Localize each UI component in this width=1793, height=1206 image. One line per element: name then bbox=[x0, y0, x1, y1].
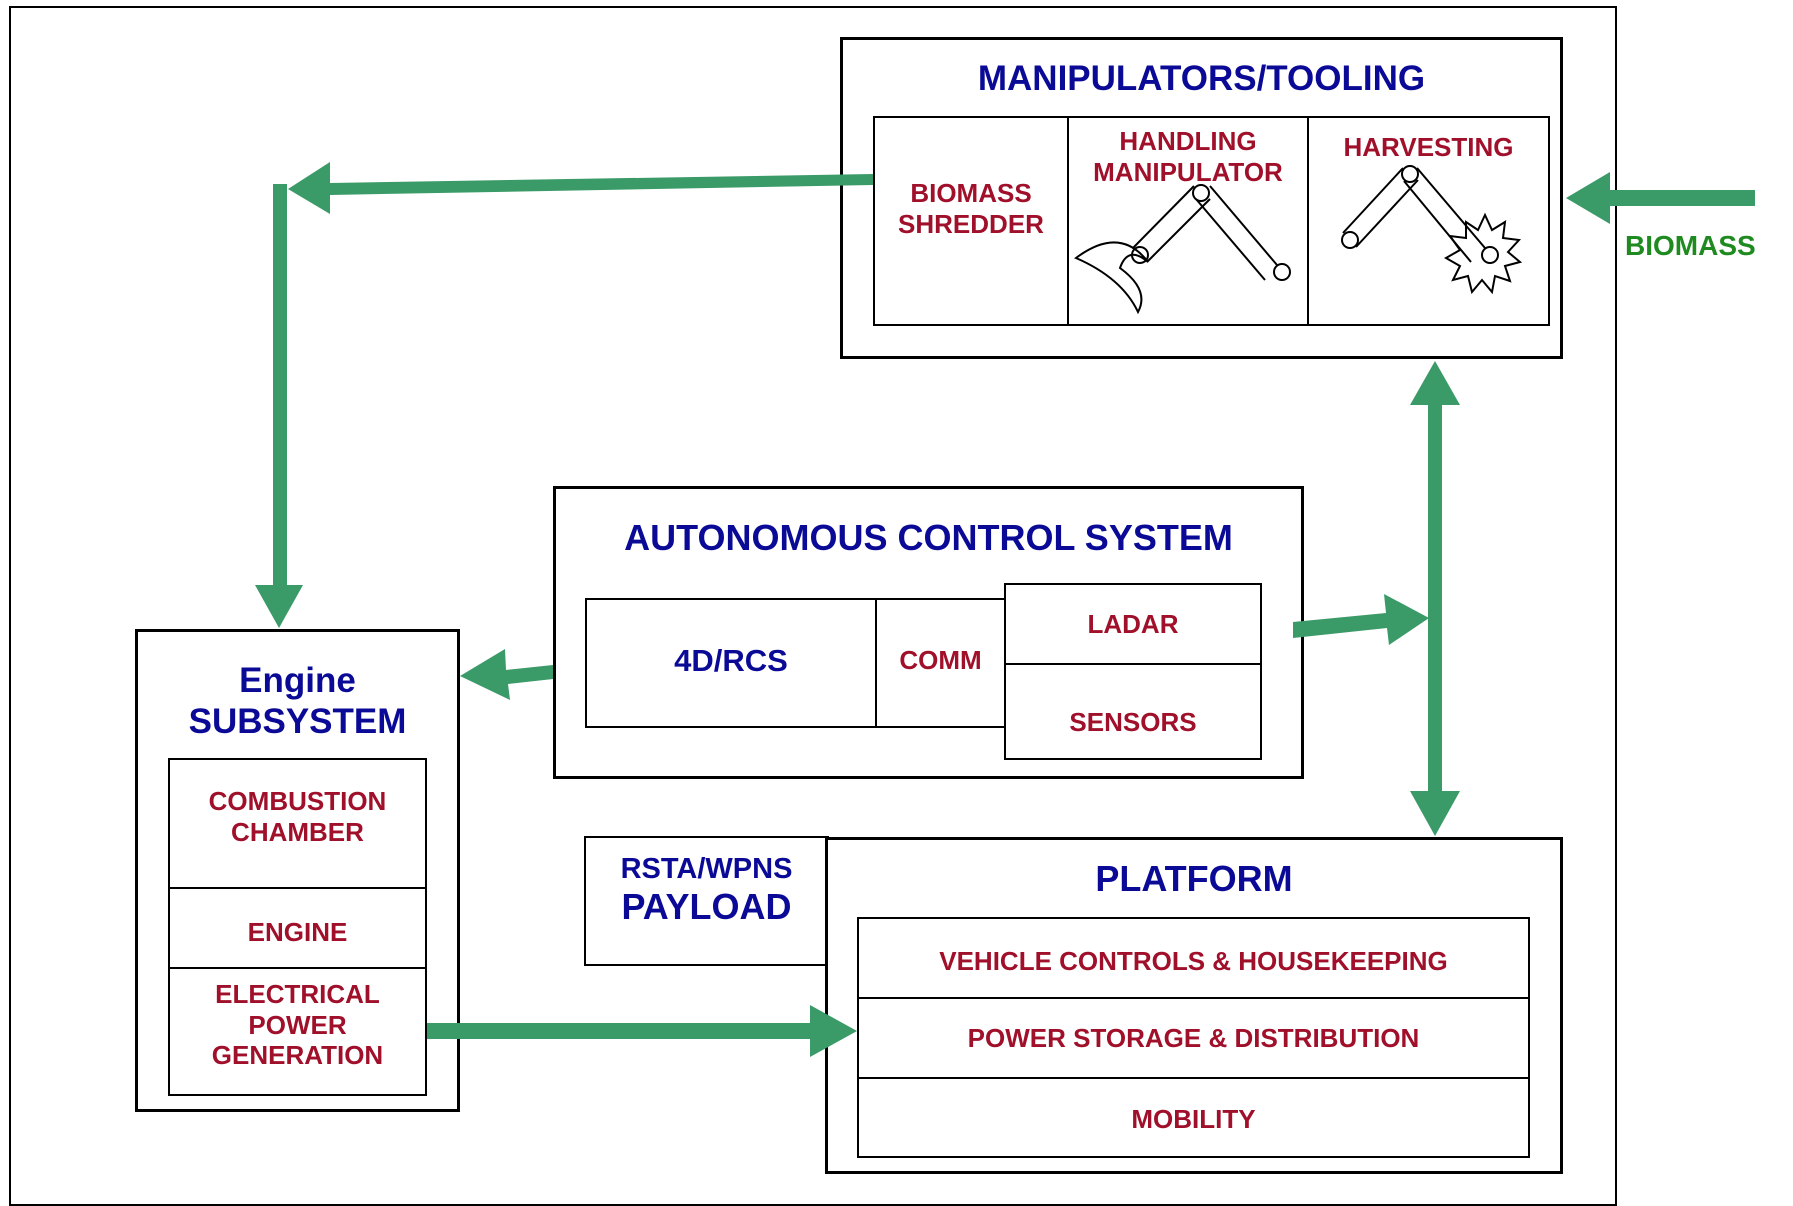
electrical-line-1: ELECTRICAL bbox=[215, 979, 380, 1009]
biomass-shredder-cell: BIOMASS SHREDDER bbox=[873, 116, 1069, 326]
arrow-head-to-engine bbox=[255, 585, 303, 628]
engine-title-line-1: Engine bbox=[239, 661, 356, 700]
combustion-chamber-label: COMBUSTION CHAMBER bbox=[170, 786, 425, 847]
harvesting-cell: HARVESTING bbox=[1307, 116, 1550, 326]
arrow-shredder-to-corner bbox=[288, 162, 873, 214]
electrical-power-cell: ELECTRICAL POWER GENERATION bbox=[168, 967, 427, 1096]
harvesting-label: HARVESTING bbox=[1343, 132, 1514, 162]
shredder-line-1: BIOMASS bbox=[910, 178, 1032, 208]
comm-label: COMM bbox=[899, 645, 982, 675]
ladar-cell: LADAR bbox=[1004, 583, 1262, 665]
mobility-label: MOBILITY bbox=[1131, 1104, 1256, 1134]
engine-title-line-2: SUBSYSTEM bbox=[188, 702, 407, 742]
biomass-shredder-label: BIOMASS SHREDDER bbox=[875, 178, 1067, 239]
arrow-acs-to-engine bbox=[460, 649, 553, 700]
payload-line-2: PAYLOAD bbox=[621, 886, 792, 928]
arrow-head-to-manipulators bbox=[1410, 361, 1460, 405]
payload-box: RSTA/WPNS PAYLOAD bbox=[584, 836, 829, 966]
combustion-line-2: CHAMBER bbox=[231, 816, 364, 847]
payload-line-1: RSTA/WPNS bbox=[620, 853, 793, 885]
platform-title: PLATFORM bbox=[1095, 858, 1293, 899]
engine-title: Engine SUBSYSTEM bbox=[138, 660, 457, 743]
biomass-input-label: BIOMASS bbox=[1625, 230, 1756, 261]
handling-manipulator-icon bbox=[1074, 184, 1291, 315]
harvesting-icon bbox=[1341, 165, 1523, 295]
engine-cell: ENGINE bbox=[168, 887, 427, 969]
arrow-electrical-to-platform bbox=[427, 1005, 857, 1057]
electrical-line-2: POWER bbox=[248, 1009, 347, 1040]
arrow-acs-to-bus bbox=[1293, 594, 1429, 645]
power-storage-label: POWER STORAGE & DISTRIBUTION bbox=[967, 1023, 1420, 1053]
manipulators-title: MANIPULATORS/TOOLING bbox=[977, 59, 1426, 98]
engine-label: ENGINE bbox=[247, 917, 348, 947]
shredder-line-2: SHREDDER bbox=[898, 208, 1044, 239]
combustion-chamber-cell: COMBUSTION CHAMBER bbox=[168, 758, 427, 889]
handling-manipulator-label: HANDLING MANIPULATOR bbox=[1069, 126, 1307, 187]
arrow-bus-line bbox=[1428, 400, 1442, 795]
electrical-line-3: GENERATION bbox=[211, 1040, 384, 1071]
ladar-label: LADAR bbox=[1087, 609, 1179, 639]
combustion-line-1: COMBUSTION bbox=[208, 786, 387, 816]
electrical-power-label: ELECTRICAL POWER GENERATION bbox=[170, 979, 425, 1071]
acs-title: AUTONOMOUS CONTROL SYSTEM bbox=[624, 517, 1233, 558]
vehicle-controls-label: VEHICLE CONTROLS & HOUSEKEEPING bbox=[939, 946, 1448, 976]
arrow-head-to-platform bbox=[1410, 791, 1460, 836]
rcs-label: 4D/RCS bbox=[674, 643, 788, 678]
sensors-cell: SENSORS bbox=[1004, 663, 1262, 760]
platform-row-power-storage: POWER STORAGE & DISTRIBUTION bbox=[857, 997, 1530, 1079]
arrow-vertical-line bbox=[273, 184, 287, 589]
comm-cell: COMM bbox=[875, 598, 1006, 728]
platform-row-vehicle-controls: VEHICLE CONTROLS & HOUSEKEEPING bbox=[857, 917, 1530, 999]
sensors-label: SENSORS bbox=[1069, 707, 1197, 737]
platform-row-mobility: MOBILITY bbox=[857, 1077, 1530, 1158]
handling-line-2: MANIPULATOR bbox=[1093, 156, 1283, 187]
handling-line-1: HANDLING bbox=[1119, 126, 1257, 156]
arrow-biomass-input bbox=[1566, 172, 1755, 224]
payload-label: RSTA/WPNS PAYLOAD bbox=[586, 852, 827, 929]
